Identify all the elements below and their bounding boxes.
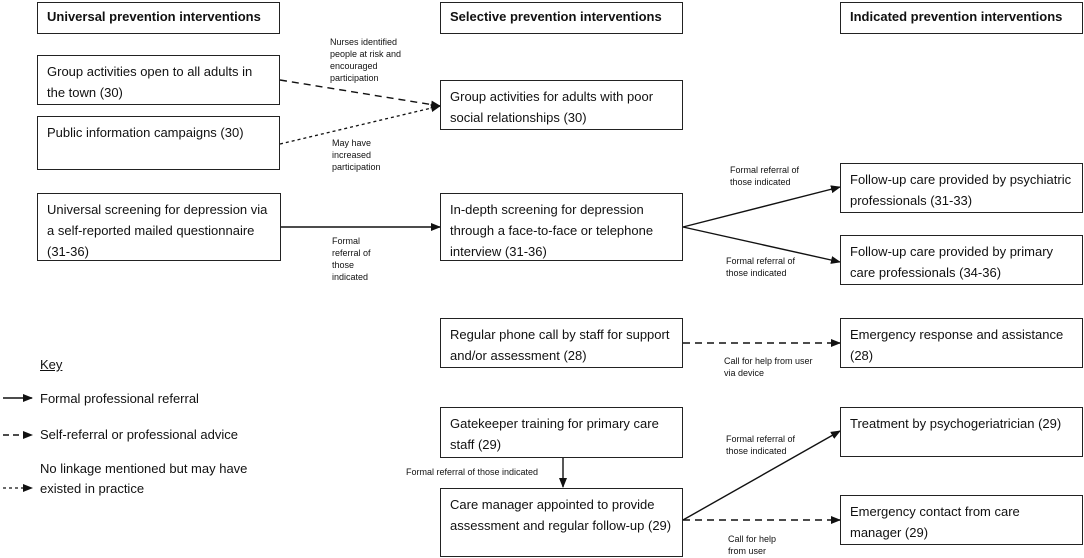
box-followup-psychiatric: Follow-up care provided by psychiatric p… bbox=[840, 163, 1083, 213]
label-formal-gatekeeper: Formal referral of those indicated bbox=[406, 467, 539, 477]
arrow-group-all-to-group-poor bbox=[279, 79, 441, 109]
header-universal: Universal prevention interventions bbox=[37, 2, 280, 34]
box-psychogeriatrician: Treatment by psychogeriatrician (29) bbox=[840, 407, 1083, 457]
arrow-care-manager-to-psychogeri bbox=[682, 430, 841, 521]
box-emergency-response: Emergency response and assistance (28) bbox=[840, 318, 1083, 368]
box-gatekeeper-training: Gatekeeper training for primary care sta… bbox=[440, 407, 683, 458]
key-none-text: No linkage mentioned but may have existe… bbox=[40, 461, 248, 496]
label-formal-primary: Formal referral of those indicated bbox=[726, 256, 796, 278]
arrow-indepth-to-primary bbox=[682, 226, 841, 264]
label-may-have: May have increased participation bbox=[332, 138, 381, 172]
header-selective: Selective prevention interventions bbox=[440, 2, 683, 34]
label-formal-psych: Formal referral of those indicated bbox=[730, 165, 800, 187]
key-self-text: Self-referral or professional advice bbox=[40, 427, 238, 442]
box-phone-call: Regular phone call by staff for support … bbox=[440, 318, 683, 368]
label-nurses: Nurses identified people at risk and enc… bbox=[330, 37, 402, 83]
box-universal-screening: Universal screening for depression via a… bbox=[37, 193, 281, 261]
arrow-indepth-to-psych bbox=[682, 185, 841, 228]
box-public-information: Public information campaigns (30) bbox=[37, 116, 280, 170]
header-indicated: Indicated prevention interventions bbox=[840, 2, 1083, 34]
box-emergency-contact: Emergency contact from care manager (29) bbox=[840, 495, 1083, 545]
box-followup-primary: Follow-up care provided by primary care … bbox=[840, 235, 1083, 285]
box-indepth-screening: In-depth screening for depression throug… bbox=[440, 193, 683, 261]
box-group-activities-all: Group activities open to all adults in t… bbox=[37, 55, 280, 105]
label-call-user: Call for help from user bbox=[728, 534, 777, 556]
label-call-device: Call for help from user via device bbox=[724, 356, 813, 378]
box-care-manager: Care manager appointed to provide assess… bbox=[440, 488, 683, 557]
key-title: Key bbox=[40, 357, 63, 372]
key-formal-text: Formal professional referral bbox=[40, 391, 199, 406]
label-formal-screening: Formal referral of those indicated bbox=[332, 236, 371, 282]
label-formal-psychogeri: Formal referral of those indicated bbox=[726, 434, 796, 456]
box-group-activities-poor: Group activities for adults with poor so… bbox=[440, 80, 683, 130]
